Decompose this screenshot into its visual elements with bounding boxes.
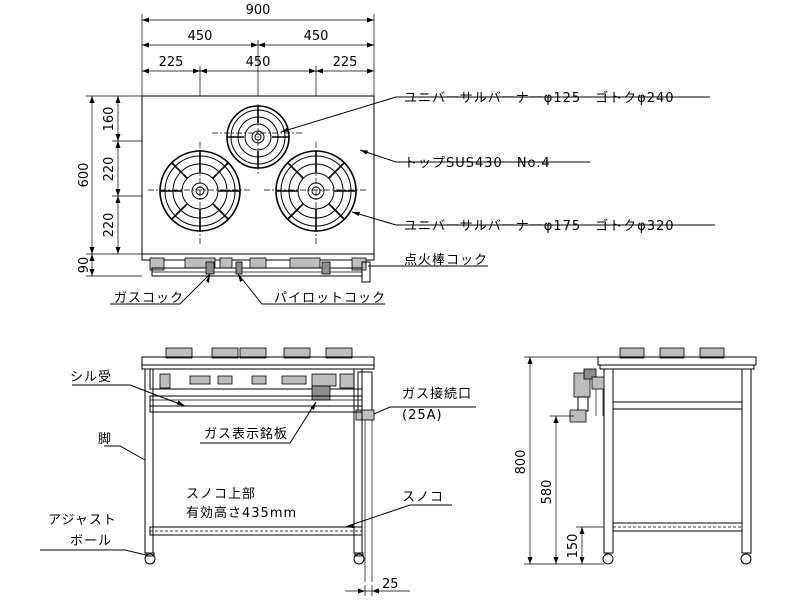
label-leg: 脚	[98, 431, 112, 447]
label-shelf-1: スノコ上部	[186, 487, 256, 502]
side-dimension-lines	[524, 356, 604, 565]
dim-edge-right: 225	[333, 55, 358, 70]
dim-shelf-height: 580	[540, 480, 555, 505]
dim-total-width: 900	[246, 3, 271, 18]
label-pilot-cock: パイロットコック	[274, 291, 386, 306]
front-leaders	[40, 384, 476, 556]
label-gas-connection: ガス接続口	[402, 386, 472, 402]
dim-half-right: 450	[304, 29, 329, 44]
left-dimension-lines	[86, 95, 142, 277]
label-shelf-2: 有効高さ435mm	[186, 505, 297, 521]
label-burner-small: ユニバーサルバーナーφ125 ゴトクφ240	[404, 90, 675, 106]
pipe-offset-dim	[345, 585, 410, 596]
side-view	[569, 347, 757, 565]
label-adjust-2: ボール	[70, 534, 112, 549]
burner-small	[226, 105, 290, 169]
front-view	[141, 347, 375, 582]
label-gas-cock: ガスコック	[114, 291, 184, 306]
label-gas-connection-size: (25A)	[402, 408, 443, 423]
label-igniter-cock: 点火棒コック	[404, 253, 488, 268]
dim-row2: 220	[102, 157, 117, 182]
label-drip-tray: シル受	[70, 370, 112, 385]
burner-large-left	[159, 150, 241, 232]
dim-bottom-gap: 90	[77, 257, 92, 274]
dim-row3: 220	[102, 213, 117, 238]
label-nameplate: ガス表示銘板	[204, 427, 288, 442]
label-adjust-1: アジャスト	[48, 513, 117, 528]
dim-row1: 160	[102, 107, 117, 132]
top-dimension-lines	[141, 14, 375, 96]
dim-edge-left: 225	[159, 55, 184, 70]
label-shelf: スノコ	[402, 490, 444, 505]
burner-large-right	[275, 150, 357, 232]
dim-height: 800	[514, 450, 529, 475]
dim-shelf-low: 150	[566, 534, 581, 559]
label-burner-large: ユニバーサルバーナーφ175 ゴトクφ320	[404, 218, 675, 234]
label-top-material: トップSUS430 No.4	[404, 156, 551, 171]
top-leaders	[110, 96, 715, 305]
top-view	[141, 95, 375, 283]
dim-center: 450	[246, 55, 271, 70]
dim-half-left: 450	[188, 29, 213, 44]
dim-pipe-offset: 25	[382, 577, 399, 592]
dim-depth: 600	[77, 163, 92, 188]
